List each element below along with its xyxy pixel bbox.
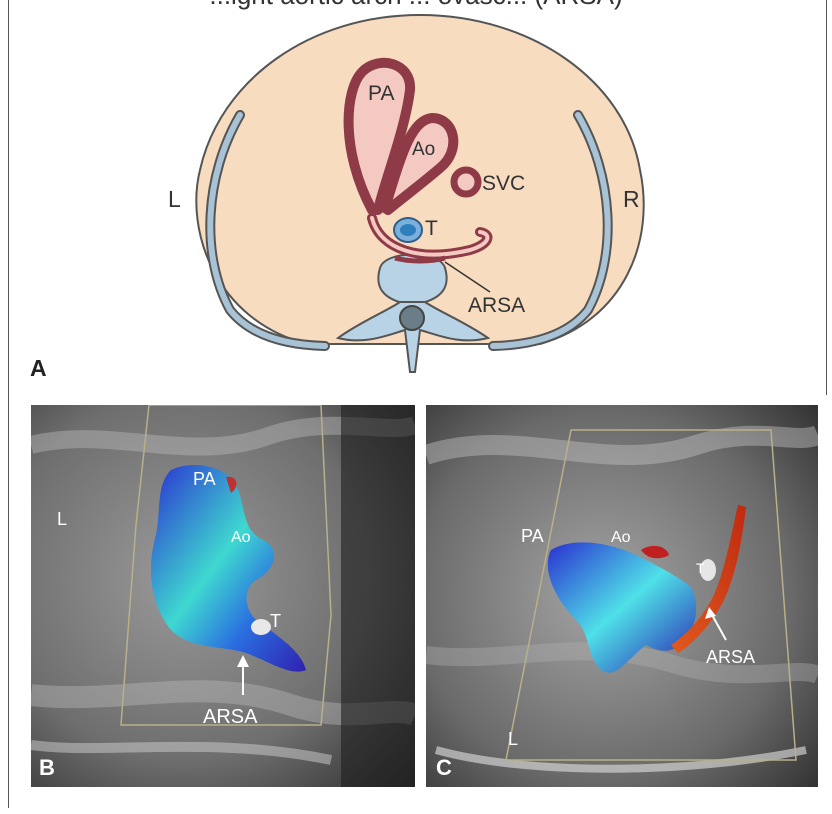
label-ao: Ao: [231, 529, 251, 546]
panel-a-schematic: ...ight aortic arch ... ovasc... (ARSA) …: [0, 0, 832, 395]
label-left-side: L: [168, 186, 181, 212]
svc-ring: [454, 170, 478, 194]
panel-c-ultrasound: PA Ao T ARSA L C: [426, 405, 818, 787]
label-arsa: ARSA: [468, 294, 525, 317]
label-t: T: [270, 611, 281, 631]
label-svc: SVC: [482, 172, 525, 195]
label-pa: PA: [521, 526, 544, 546]
label-arsa: ARSA: [706, 647, 755, 667]
label-right-side: R: [623, 186, 640, 212]
panel-b-svg: PA Ao T ARSA L B: [31, 405, 415, 787]
label-t: T: [425, 217, 438, 240]
caption-fragment: ...ight aortic arch ... ovasc... (ARSA): [209, 0, 622, 10]
label-ao: Ao: [611, 529, 631, 546]
label-t: T: [696, 560, 705, 576]
panel-letter-a: A: [30, 355, 47, 381]
trachea-echo: [251, 619, 271, 635]
panel-letter-c: C: [436, 755, 452, 780]
trachea-lumen: [400, 224, 416, 236]
panel-c-svg: PA Ao T ARSA L C: [426, 405, 818, 787]
label-pa: PA: [368, 82, 394, 105]
spinal-canal: [400, 306, 424, 330]
label-ao: Ao: [412, 139, 435, 160]
label-pa: PA: [193, 469, 216, 489]
panel-a-svg: ...ight aortic arch ... ovasc... (ARSA) …: [0, 0, 832, 395]
panel-b-ultrasound: PA Ao T ARSA L B: [31, 405, 415, 787]
panel-letter-b: B: [39, 755, 55, 780]
label-arsa: ARSA: [203, 706, 258, 728]
dark-edge: [341, 405, 415, 787]
label-l-mark: L: [57, 509, 67, 529]
label-l-mark: L: [508, 729, 518, 749]
